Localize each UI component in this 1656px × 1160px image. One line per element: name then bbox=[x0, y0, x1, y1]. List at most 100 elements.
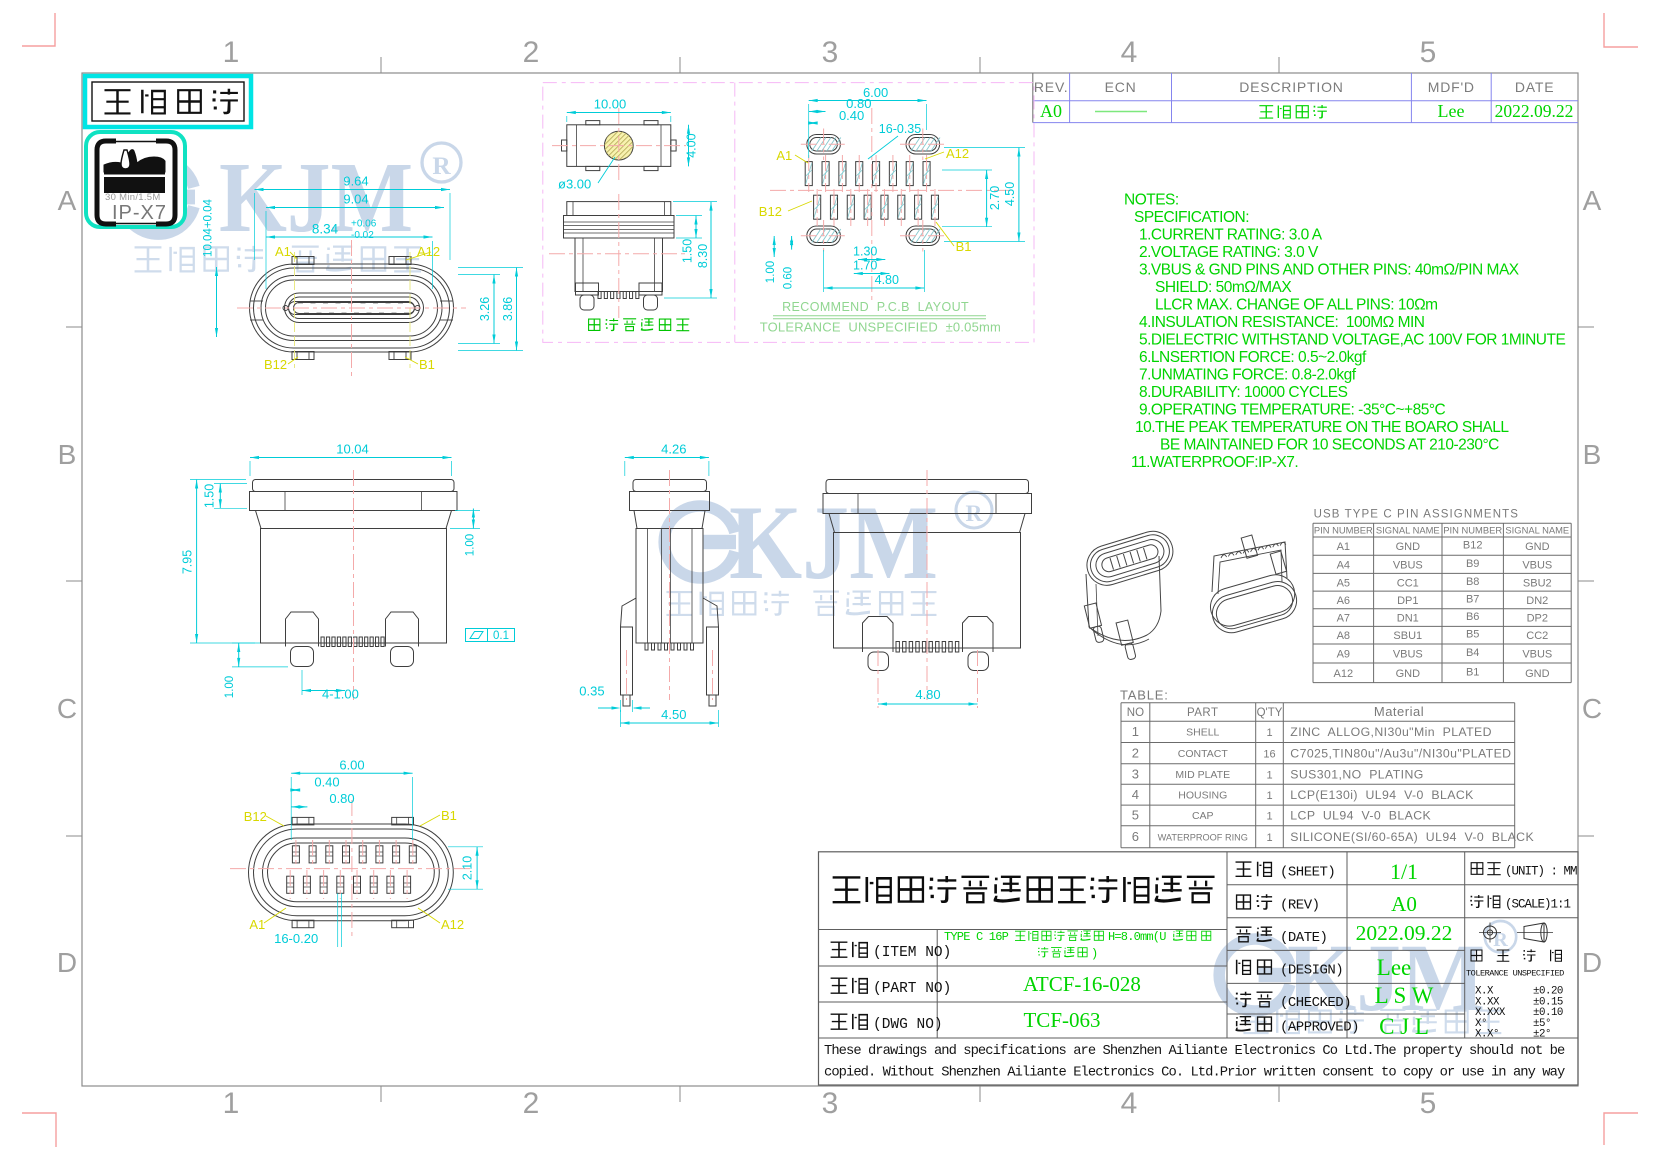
svg-text:9.OPERATING TEMPERATURE: -35°C: 9.OPERATING TEMPERATURE: -35°C~+85°C bbox=[1139, 402, 1446, 419]
svg-text:X.X: X.X bbox=[1475, 986, 1494, 998]
svg-text:3.26: 3.26 bbox=[478, 297, 492, 321]
svg-text:4: 4 bbox=[1121, 1087, 1138, 1120]
svg-text:4.80: 4.80 bbox=[875, 273, 899, 287]
svg-text:A: A bbox=[1583, 185, 1602, 216]
svg-text:B6: B6 bbox=[1466, 611, 1479, 623]
svg-text:(APPROVED): (APPROVED) bbox=[1280, 1020, 1359, 1036]
svg-text:REV.: REV. bbox=[1034, 79, 1069, 95]
svg-text:1.00: 1.00 bbox=[464, 534, 476, 556]
svg-text:A: A bbox=[58, 185, 77, 216]
svg-text:1: 1 bbox=[1132, 724, 1139, 739]
svg-text:GND: GND bbox=[1396, 668, 1421, 680]
svg-text:Lee: Lee bbox=[1438, 101, 1465, 121]
svg-text:1: 1 bbox=[1266, 727, 1272, 739]
svg-text:(CHECKED): (CHECKED) bbox=[1280, 995, 1351, 1011]
svg-text:ATCF-16-028: ATCF-16-028 bbox=[1023, 972, 1141, 996]
svg-text:A0: A0 bbox=[1040, 101, 1062, 121]
svg-text:A1: A1 bbox=[1337, 541, 1350, 553]
svg-text:4.50: 4.50 bbox=[661, 707, 686, 722]
svg-text:B12: B12 bbox=[1463, 540, 1483, 552]
svg-text:SUS301,NO PLATING: SUS301,NO PLATING bbox=[1290, 767, 1423, 781]
svg-text:(ITEM NO): (ITEM NO) bbox=[873, 945, 951, 961]
svg-text:DP2: DP2 bbox=[1527, 613, 1548, 625]
svg-text:B12: B12 bbox=[264, 357, 287, 372]
svg-text:A12: A12 bbox=[1334, 668, 1354, 680]
svg-text:ZINC ALLOG,NI30u"Min PLATED: ZINC ALLOG,NI30u"Min PLATED bbox=[1290, 725, 1492, 739]
svg-text:1: 1 bbox=[1266, 790, 1272, 802]
svg-text:+0.06: +0.06 bbox=[351, 219, 377, 230]
svg-text:Material: Material bbox=[1374, 704, 1424, 719]
svg-text:1: 1 bbox=[223, 1087, 240, 1120]
svg-text:WATERPROOF RING: WATERPROOF RING bbox=[1158, 832, 1248, 842]
svg-text:D: D bbox=[1582, 947, 1602, 978]
svg-text:0.80: 0.80 bbox=[846, 96, 871, 111]
svg-text:R: R bbox=[432, 152, 451, 180]
svg-text:8.30: 8.30 bbox=[696, 244, 710, 268]
svg-text:B1: B1 bbox=[1466, 666, 1479, 678]
svg-text:1/1: 1/1 bbox=[1390, 859, 1418, 884]
svg-text:3.VBUS & GND PINS AND OTHER PI: 3.VBUS & GND PINS AND OTHER PINS: 40mΩ/P… bbox=[1139, 262, 1520, 279]
svg-text:B: B bbox=[1583, 439, 1602, 470]
svg-text:±2°: ±2° bbox=[1533, 1029, 1551, 1041]
svg-text:C: C bbox=[1582, 693, 1602, 724]
svg-text:LCP(E130i) UL94 V-0 BLACK: LCP(E130i) UL94 V-0 BLACK bbox=[1290, 788, 1474, 802]
svg-text:X.XX: X.XX bbox=[1475, 996, 1500, 1008]
svg-text:2: 2 bbox=[523, 1087, 540, 1120]
svg-text:16: 16 bbox=[1263, 748, 1275, 760]
svg-text:GND: GND bbox=[1525, 541, 1550, 553]
svg-text:±5°: ±5° bbox=[1533, 1018, 1551, 1030]
svg-text:4: 4 bbox=[1132, 787, 1139, 802]
svg-text:6: 6 bbox=[1132, 829, 1139, 844]
svg-text:B12: B12 bbox=[759, 204, 782, 219]
svg-text:MDF'D: MDF'D bbox=[1428, 79, 1475, 95]
svg-text:GND: GND bbox=[1396, 541, 1421, 553]
svg-text:16-0.35: 16-0.35 bbox=[879, 122, 921, 136]
svg-text:30 Min/1.5M: 30 Min/1.5M bbox=[105, 192, 161, 203]
svg-text:0.80: 0.80 bbox=[329, 791, 354, 806]
svg-text:VBUS: VBUS bbox=[1393, 649, 1423, 661]
svg-text:A6: A6 bbox=[1337, 595, 1350, 607]
svg-text:CC1: CC1 bbox=[1397, 577, 1419, 589]
svg-text:VBUS: VBUS bbox=[1522, 559, 1552, 571]
svg-text:A1: A1 bbox=[776, 148, 792, 163]
svg-text:8.34: 8.34 bbox=[312, 222, 339, 237]
svg-text:GND: GND bbox=[1525, 668, 1550, 680]
svg-text:3: 3 bbox=[822, 36, 839, 69]
svg-text:16-0.20: 16-0.20 bbox=[274, 931, 318, 946]
svg-text:DP1: DP1 bbox=[1397, 595, 1418, 607]
svg-text:10.00: 10.00 bbox=[594, 97, 627, 112]
svg-text:(UNIT) : MM: (UNIT) : MM bbox=[1505, 865, 1577, 879]
svg-text:4.INSULATION RESISTANCE: 100M: 4.INSULATION RESISTANCE: 100MΩ MIN bbox=[1139, 314, 1425, 331]
svg-text:A1: A1 bbox=[275, 244, 291, 259]
svg-text:0.35: 0.35 bbox=[579, 684, 604, 699]
svg-text:4.50: 4.50 bbox=[1003, 182, 1017, 206]
svg-text:D: D bbox=[57, 947, 77, 978]
svg-text:HOUSING: HOUSING bbox=[1178, 789, 1227, 801]
svg-text:A7: A7 bbox=[1337, 613, 1350, 625]
svg-text:SIGNAL NAME: SIGNAL NAME bbox=[1505, 525, 1569, 536]
svg-text:PIN NUMBER: PIN NUMBER bbox=[1314, 525, 1373, 536]
svg-text:1: 1 bbox=[1266, 769, 1272, 781]
svg-text:A1: A1 bbox=[249, 917, 265, 932]
svg-text:9.64: 9.64 bbox=[343, 174, 368, 189]
svg-text:R: R bbox=[1493, 929, 1508, 951]
svg-text:3.86: 3.86 bbox=[501, 297, 515, 321]
svg-text:4: 4 bbox=[1121, 36, 1138, 69]
svg-text:BE MAINTAINED FOR 10 SECONDS A: BE MAINTAINED FOR 10 SECONDS AT 210-230°… bbox=[1160, 437, 1499, 454]
svg-text:±0.15: ±0.15 bbox=[1533, 996, 1563, 1008]
svg-text:1.50: 1.50 bbox=[203, 484, 217, 508]
svg-text:RECOMMEND P.C.B LAYOUT: RECOMMEND P.C.B LAYOUT bbox=[782, 300, 969, 314]
svg-text:5: 5 bbox=[1132, 808, 1139, 823]
svg-text:2: 2 bbox=[523, 36, 540, 69]
svg-text:(SCALE)1:1: (SCALE)1:1 bbox=[1505, 898, 1571, 912]
svg-text:1.30: 1.30 bbox=[853, 245, 877, 259]
svg-text:B1: B1 bbox=[441, 808, 457, 823]
svg-text:B7: B7 bbox=[1466, 593, 1479, 605]
svg-text:1.CURRENT RATING: 3.0 A: 1.CURRENT RATING: 3.0 A bbox=[1139, 227, 1323, 244]
svg-text:10.04: 10.04 bbox=[336, 442, 369, 457]
svg-text:1.50: 1.50 bbox=[681, 239, 695, 263]
svg-text:C: C bbox=[57, 693, 77, 724]
svg-text:A4: A4 bbox=[1337, 559, 1350, 571]
svg-text:1: 1 bbox=[1266, 811, 1272, 823]
svg-text:6.00: 6.00 bbox=[339, 758, 364, 773]
